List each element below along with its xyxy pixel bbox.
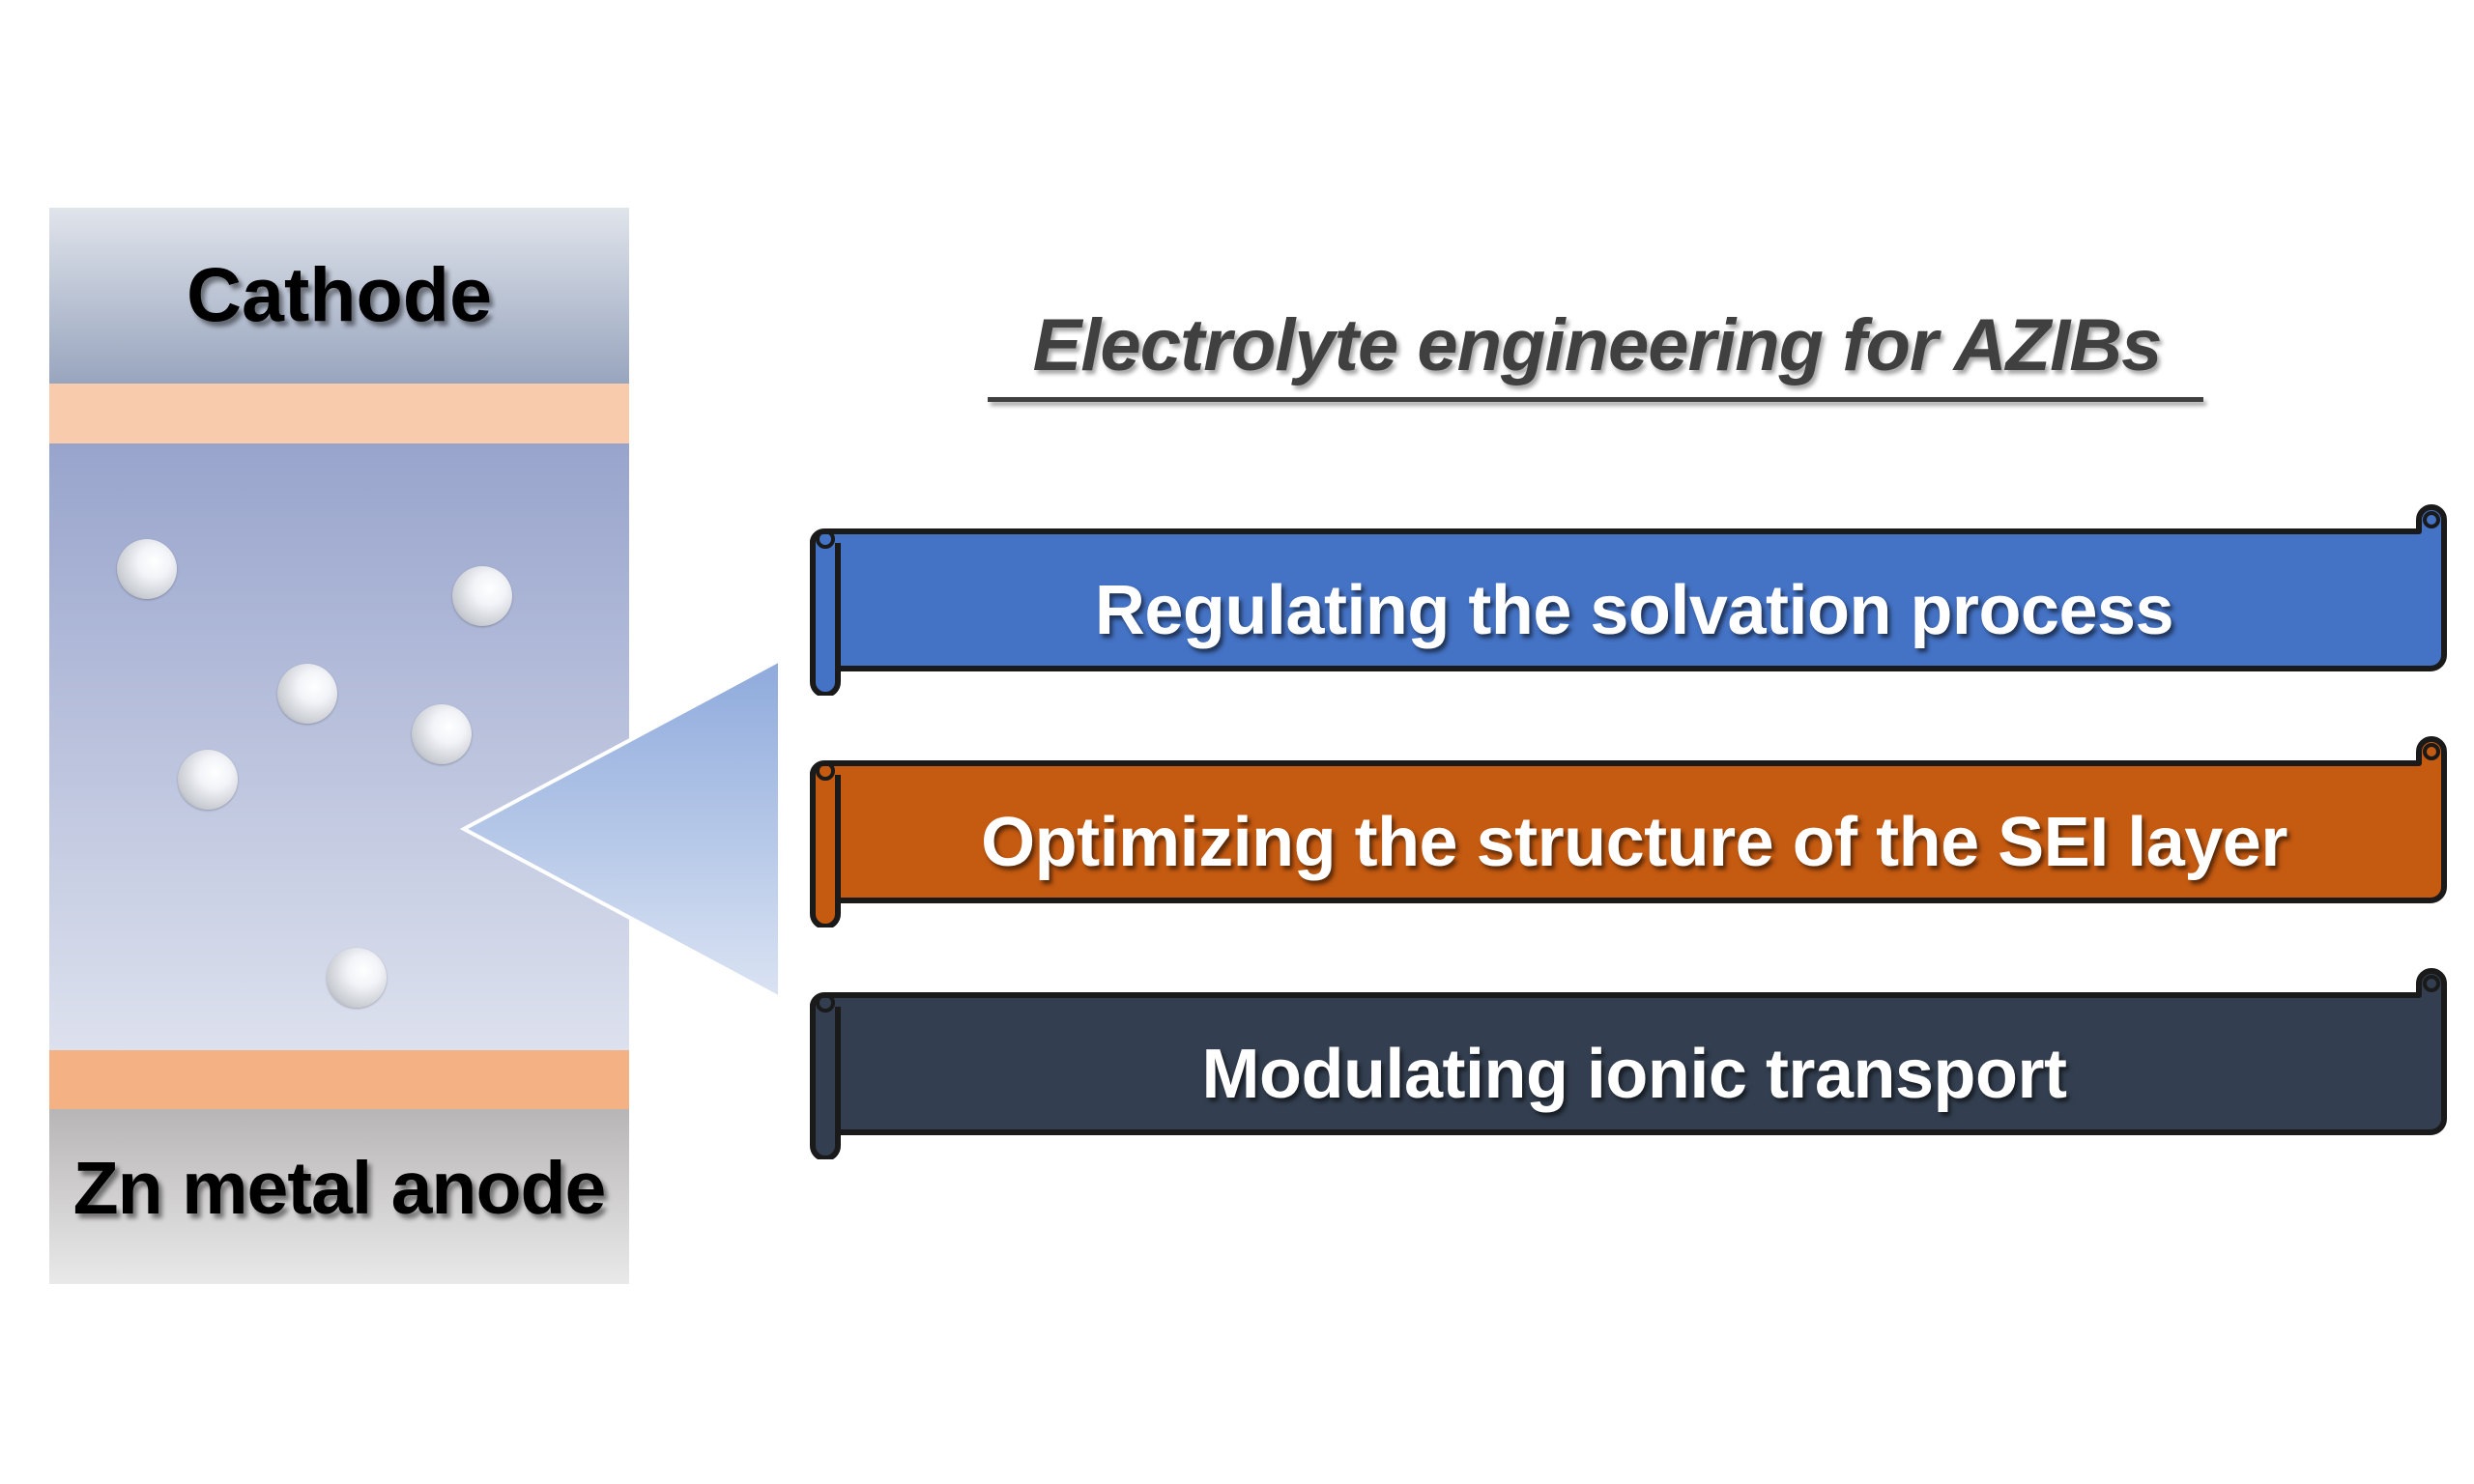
banner-label: Modulating ionic transport [1201,1036,2067,1113]
banner-solvation: Regulating the solvation process [807,502,2450,696]
scroll-banner-shape [810,504,2447,696]
banner-sei: Optimizing the structure of the SEI laye… [807,734,2450,928]
ion-sphere-icon [327,948,387,1008]
title-underline [988,397,2203,402]
scroll-banner-shape [810,736,2447,928]
anode-interphase-layer [49,1050,629,1109]
anode-layer: Zn metal anode [49,1109,629,1284]
cathode-interphase-layer [49,384,629,443]
ion-sphere-icon [277,664,337,724]
battery-cell-diagram: Cathode Zn metal anode [49,208,629,1284]
banner-label: Regulating the solvation process [1094,572,2174,649]
callout-shape [459,656,782,1002]
banner-ionic-transport: Modulating ionic transport [807,966,2450,1159]
scroll-banner-shape [810,968,2447,1159]
banner-label: Optimizing the structure of the SEI laye… [981,804,2287,881]
callout-triangle [459,656,782,1002]
ion-sphere-icon [178,750,238,810]
electrolyte-layer [49,443,629,1050]
page-title: Electrolyte engineering for AZIBs [1032,304,2163,386]
cathode-label: Cathode [187,251,492,337]
ion-sphere-icon [412,704,472,764]
cathode-layer: Cathode [49,208,629,384]
ion-sphere-icon [117,539,177,599]
anode-label: Zn metal anode [72,1147,607,1230]
ion-sphere-icon [452,566,512,626]
